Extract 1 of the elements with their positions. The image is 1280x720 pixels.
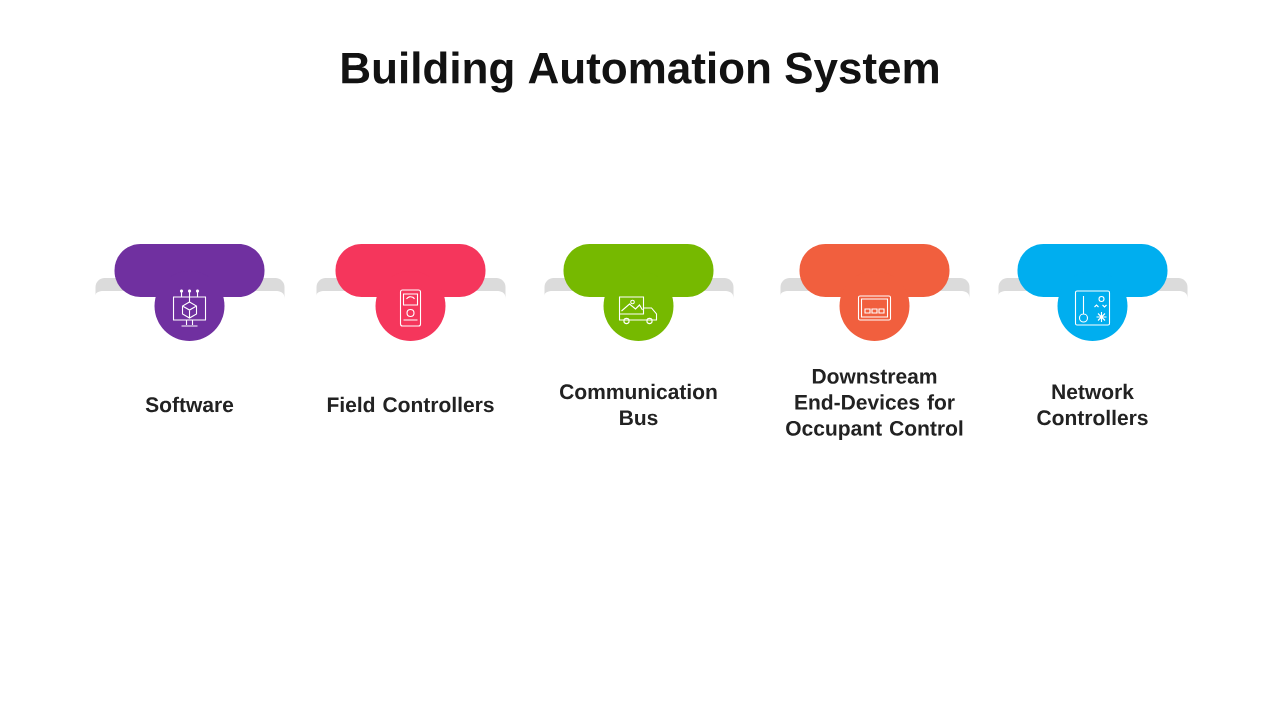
title: Building Automation System (342, 51, 938, 93)
